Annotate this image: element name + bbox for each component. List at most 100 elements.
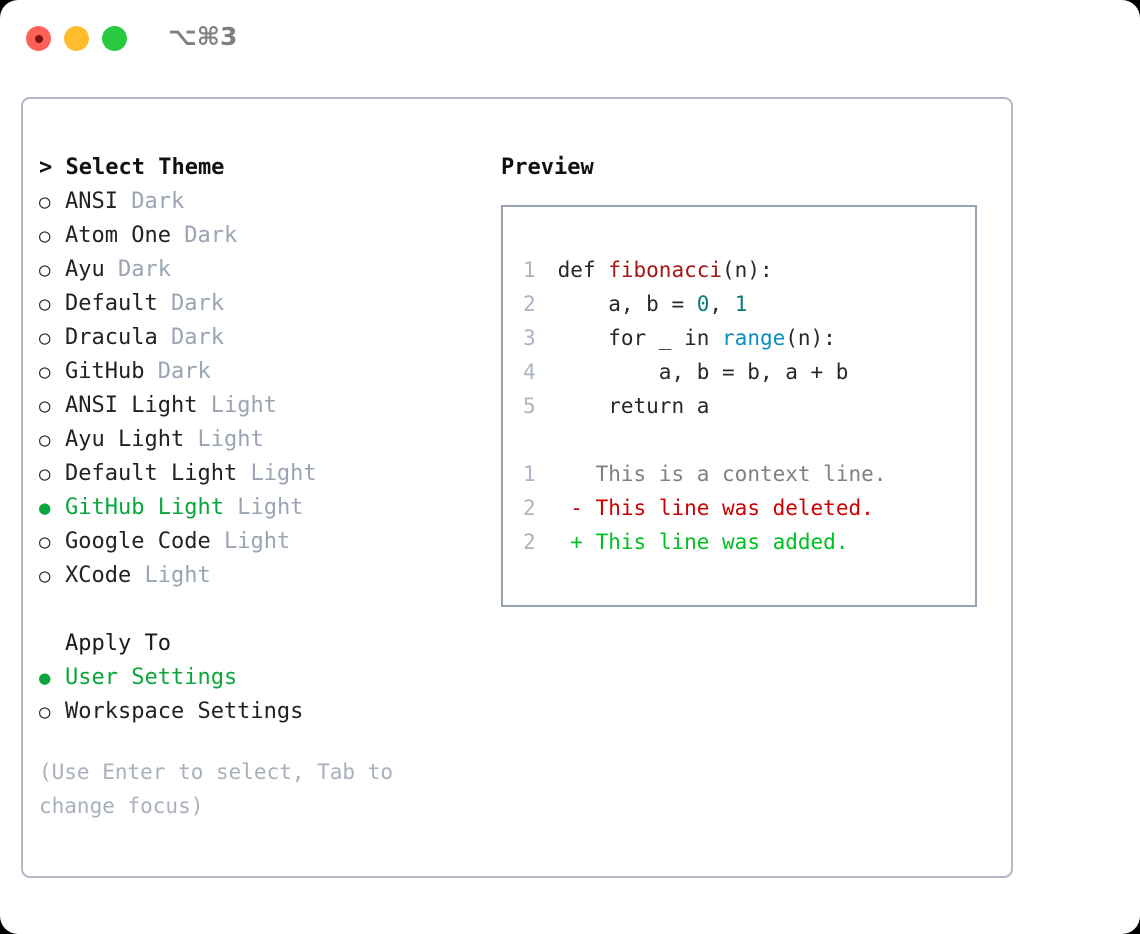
label-badge-gap (197, 389, 210, 423)
diff-marker-gap (583, 530, 596, 554)
apply-to-option-label: User Settings (65, 665, 238, 690)
code-token: 1 (734, 292, 748, 316)
theme-selector-column: > Select Theme ○ANSI Dark○Atom One Dark○… (39, 151, 494, 823)
theme-option-row[interactable]: ○ Default Dark (39, 287, 494, 321)
theme-option-label: Google Code (65, 529, 211, 554)
preview-column: Preview 1 def fibonacci(n):2 a, b = 0, 1… (501, 151, 1001, 607)
code-line: 1 def fibonacci(n): (523, 253, 975, 287)
theme-variant-badge: Light (210, 393, 277, 418)
apply-to-header: Apply To (65, 631, 171, 656)
theme-option-row[interactable]: ● GitHub Light Light (39, 491, 494, 525)
code-token: 0 (696, 292, 710, 316)
theme-option-label: GitHub Light (65, 495, 224, 520)
code-token: (n): (785, 326, 836, 350)
theme-list: ○ANSI Dark○Atom One Dark○Ayu Dark○Defaul… (39, 185, 494, 593)
close-window-button[interactable] (26, 26, 51, 51)
diff-marker-icon: - (570, 496, 583, 520)
code-line-number: 2 (523, 292, 536, 316)
theme-option-row[interactable]: ○ XCode Light (39, 559, 494, 593)
diff-line: 2 - This line was deleted. (523, 491, 975, 525)
code-token: def (557, 258, 609, 282)
theme-variant-badge: Light (223, 529, 291, 554)
theme-variant-badge: Dark (118, 257, 171, 282)
minimize-window-button[interactable] (64, 26, 89, 51)
theme-option-row[interactable]: ○Ayu Light Light (39, 423, 494, 457)
radio-selected-icon[interactable]: ● (39, 497, 51, 519)
code-line-number: 4 (523, 360, 536, 384)
code-line: 4 a, b = b, a + b (523, 355, 975, 389)
label-badge-gap (105, 253, 118, 287)
apply-to-option-label: Workspace Settings (65, 699, 304, 724)
radio-unselected-icon[interactable]: ○ (39, 531, 51, 553)
theme-option-row[interactable]: ○Atom One Dark (39, 219, 494, 253)
code-token: a, b = (557, 292, 697, 316)
select-theme-header: > Select Theme (39, 155, 225, 180)
gutter-gap (545, 360, 558, 384)
diff-gutter-gap (545, 496, 570, 520)
code-token: for _ in (557, 326, 723, 350)
radio-unselected-icon[interactable]: ○ (39, 565, 51, 587)
keyboard-shortcut-label: ⌥⌘3 (168, 22, 238, 51)
radio-unselected-icon[interactable]: ○ (39, 259, 51, 281)
gutter-gap (545, 394, 558, 418)
list-spacer (39, 593, 494, 627)
code-diff-separator (523, 423, 975, 457)
keyboard-hint-text: (Use Enter to select, Tab to change focu… (39, 760, 406, 818)
theme-variant-badge: Dark (157, 359, 211, 384)
theme-option-label: ANSI Light (65, 393, 198, 418)
diff-line-number: 1 (523, 462, 536, 486)
radio-unselected-icon[interactable]: ○ (39, 225, 51, 247)
theme-option-label: ANSI (65, 189, 118, 214)
theme-option-row[interactable]: ○ANSI Dark (39, 185, 494, 219)
radio-unselected-icon[interactable]: ○ (39, 395, 51, 417)
theme-option-row[interactable]: ○ ANSI Light Light (39, 389, 494, 423)
radio-selected-icon[interactable]: ● (39, 667, 51, 689)
label-badge-gap (158, 321, 171, 355)
diff-gutter-gap (545, 530, 570, 554)
code-line: 3 for _ in range(n): (523, 321, 975, 355)
radio-unselected-icon[interactable]: ○ (39, 327, 51, 349)
theme-variant-badge: Dark (170, 325, 224, 350)
label-badge-gap (158, 287, 171, 321)
theme-option-label: Default Light (65, 461, 238, 486)
theme-option-label: Default (65, 291, 158, 316)
theme-option-row[interactable]: ○Default Light Light (39, 457, 494, 491)
theme-option-label: GitHub (65, 359, 145, 384)
radio-unselected-icon[interactable]: ○ (39, 429, 51, 451)
theme-variant-badge: Dark (170, 291, 224, 316)
diff-marker-gap (583, 462, 596, 486)
diff-line-text: This line was added. (595, 530, 849, 554)
radio-unselected-icon[interactable]: ○ (39, 361, 51, 383)
theme-option-row[interactable]: ○Ayu Dark (39, 253, 494, 287)
maximize-window-button[interactable] (102, 26, 127, 51)
label-badge-gap (131, 559, 144, 593)
main-panel: > Select Theme ○ANSI Dark○Atom One Dark○… (21, 97, 1013, 878)
radio-unselected-icon[interactable]: ○ (39, 191, 51, 213)
code-line: 5 return a (523, 389, 975, 423)
gutter-gap (545, 326, 558, 350)
label-badge-gap (211, 525, 224, 559)
theme-option-row[interactable]: ○Dracula Dark (39, 321, 494, 355)
theme-option-label: XCode (65, 563, 132, 588)
theme-variant-badge: Light (144, 563, 211, 588)
diff-line: 1 This is a context line. (523, 457, 975, 491)
code-token: return a (557, 394, 710, 418)
radio-unselected-icon[interactable]: ○ (39, 463, 51, 485)
theme-variant-badge: Light (237, 495, 304, 520)
theme-option-row[interactable]: ○ GitHub Dark (39, 355, 494, 389)
theme-option-row[interactable]: ○ Google Code Light (39, 525, 494, 559)
radio-unselected-icon[interactable]: ○ (39, 701, 51, 723)
radio-unselected-icon[interactable]: ○ (39, 293, 51, 315)
apply-to-option-row[interactable]: ● User Settings (39, 661, 494, 695)
code-token: range (722, 326, 786, 350)
diff-line: 2 + This line was added. (523, 525, 975, 559)
diff-gutter-gap (545, 462, 570, 486)
apply-to-option-row[interactable]: ○ Workspace Settings (39, 695, 494, 729)
code-line-number: 1 (523, 258, 536, 282)
code-token: a, b = b, a + b (557, 360, 849, 384)
diff-block: 1 This is a context line.2 - This line w… (523, 457, 975, 559)
diff-marker-icon (570, 462, 583, 486)
theme-variant-badge: Light (197, 427, 264, 452)
